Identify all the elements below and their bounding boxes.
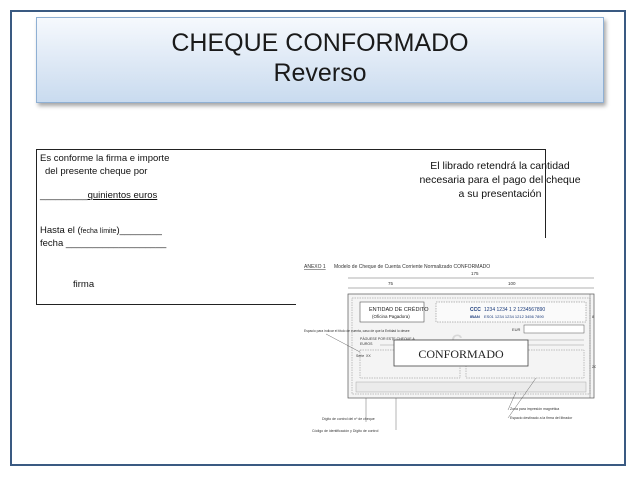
note-firma: Espacio destinado a la firma del librado… <box>510 416 573 420</box>
iban-label: IBAN <box>470 314 480 319</box>
dim-right: 100 <box>508 281 516 286</box>
note-digito: Dígito de control del nº de cheque <box>322 417 375 421</box>
entidad-line-1: ENTIDAD DE CRÉDITO <box>369 306 429 313</box>
note-espacio: Espacio para indicar el título de cuenta… <box>304 329 410 333</box>
fecha-limite: fecha límite <box>80 228 117 235</box>
pagues-line-1: PÁGUESE POR ESTE CHEQUE A <box>360 337 415 341</box>
note-firma-leader <box>507 377 537 419</box>
entidad-line-2: (Oficina Pagadora) <box>372 314 410 319</box>
annex-ref: ANEXO 1 <box>304 264 326 270</box>
dim-left: 75 <box>388 281 394 286</box>
slide-title: CHEQUE CONFORMADO <box>171 29 469 57</box>
retention-line-1: El librado retendrá la cantidad <box>430 160 570 172</box>
amount-blank: _________ <box>40 190 88 201</box>
eur-box <box>523 324 585 334</box>
retention-note: El librado retendrá la cantidad necesari… <box>390 159 610 201</box>
serie-value: XX <box>366 354 371 358</box>
retention-line-2: necesaria para el pago del cheque <box>419 174 581 186</box>
slide-subtitle: Reverso <box>273 59 367 87</box>
firma-label: firma <box>73 279 95 290</box>
amount-text: quinientos euros <box>87 190 158 201</box>
magnetic-band <box>355 381 587 393</box>
account-box <box>435 301 587 323</box>
note-codigo: Código de identificación y Dígito de con… <box>312 429 379 433</box>
title-box: CHEQUE CONFORMADO Reverso <box>36 17 604 103</box>
dim-total: 175 <box>471 271 479 276</box>
dim-side-top: 8 <box>592 314 595 319</box>
note-espacio-arrow <box>325 333 361 353</box>
slide-frame <box>10 10 626 466</box>
cheque-diagram-svg: ANEXO 1 Modelo de Cheque de Cuenta Corri… <box>304 264 597 433</box>
retention-line-3: a su presentación <box>458 188 542 200</box>
hasta-tail: )________ <box>116 225 162 236</box>
serie-label: Serie <box>356 354 364 358</box>
ccc-values: 1234 1234 1 2 1234567890 <box>484 307 545 313</box>
box-top-border <box>296 149 546 150</box>
pagues-line-2: EUROS <box>360 342 373 346</box>
box-right-border <box>545 149 546 242</box>
annex-heading: Modelo de Cheque de Cuenta Corriente Nor… <box>334 264 490 270</box>
fecha-line: fecha ___________________ <box>40 238 167 249</box>
iban-values: ES01 1234 1234 1212 3456 7890 <box>484 314 545 319</box>
cheque-model-diagram: ANEXO 1 Modelo de Cheque de Cuenta Corri… <box>296 238 597 438</box>
amount-line: _________quinientos euros <box>40 190 157 201</box>
hasta-label: Hasta el ( <box>40 225 81 236</box>
ccc-label: CCC <box>470 307 481 313</box>
eur-label: EUR <box>512 327 521 332</box>
dim-side-bottom: 20 <box>592 364 596 369</box>
hasta-line: Hasta el (fecha límite)________ <box>40 225 162 236</box>
conformity-line-2: del presente cheque por <box>45 166 148 177</box>
conformity-box: Es conforme la firma e importe del prese… <box>36 149 296 305</box>
note-zona-leader <box>507 391 517 411</box>
conformity-line-1: Es conforme la firma e importe <box>40 153 170 164</box>
entidad-box <box>359 301 425 323</box>
note-zona: Zona para impresión magnética <box>510 407 559 411</box>
conformado-stamp-text: CONFORMADO <box>418 347 504 361</box>
conformado-stamp <box>393 339 529 367</box>
